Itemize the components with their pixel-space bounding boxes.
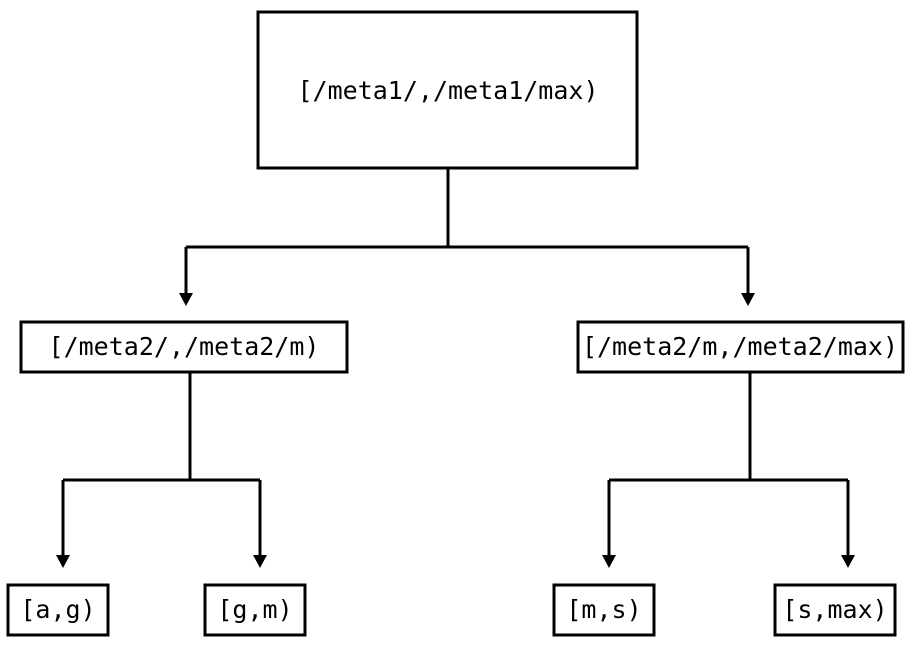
node-leaf-1-label: [g,m) bbox=[217, 595, 292, 624]
node-leaf-2-label: [m,s) bbox=[566, 595, 641, 624]
node-leaf-0-box[interactable] bbox=[6, 583, 110, 637]
node-level2-0-label: [/meta2/,/meta2/m) bbox=[49, 332, 320, 361]
node-leaf-2-box[interactable] bbox=[552, 583, 656, 637]
node-leaf-3-box[interactable] bbox=[773, 583, 897, 637]
arrowhead-level2-0-to-leaf-0-icon bbox=[56, 555, 70, 568]
arrowhead-level2-1-to-leaf-3-icon bbox=[841, 555, 855, 568]
node-leaf-0[interactable]: [a,g) bbox=[6, 583, 110, 637]
edge-group-level2-0 bbox=[56, 372, 267, 568]
node-leaf-3-label: [s,max) bbox=[782, 595, 887, 624]
node-root[interactable]: [/meta1/,/meta1/max) bbox=[256, 10, 639, 170]
node-root-label: [/meta1/,/meta1/max) bbox=[297, 76, 598, 105]
node-leaf-1[interactable]: [g,m) bbox=[203, 583, 307, 637]
node-leaf-1-box[interactable] bbox=[203, 583, 307, 637]
arrowhead-level2-1-to-leaf-2-icon bbox=[602, 555, 616, 568]
arrowhead-root-to-level2-1-icon bbox=[741, 293, 755, 306]
node-level2-1-box[interactable] bbox=[576, 320, 905, 374]
node-level2-1-label: [/meta2/m,/meta2/max) bbox=[582, 332, 898, 361]
node-root-box[interactable] bbox=[256, 10, 639, 170]
arrowhead-level2-0-to-leaf-1-icon bbox=[253, 555, 267, 568]
node-level2-0[interactable]: [/meta2/,/meta2/m) bbox=[19, 320, 349, 374]
node-leaf-2[interactable]: [m,s) bbox=[552, 583, 656, 637]
node-leaf-3[interactable]: [s,max) bbox=[773, 583, 897, 637]
edge-group-root bbox=[179, 168, 755, 306]
arrowhead-root-to-level2-0-icon bbox=[179, 293, 193, 306]
node-leaf-0-label: [a,g) bbox=[20, 595, 95, 624]
edge-group-level2-1 bbox=[602, 372, 855, 568]
node-level2-1[interactable]: [/meta2/m,/meta2/max) bbox=[576, 320, 905, 374]
node-level2-0-box[interactable] bbox=[19, 320, 349, 374]
